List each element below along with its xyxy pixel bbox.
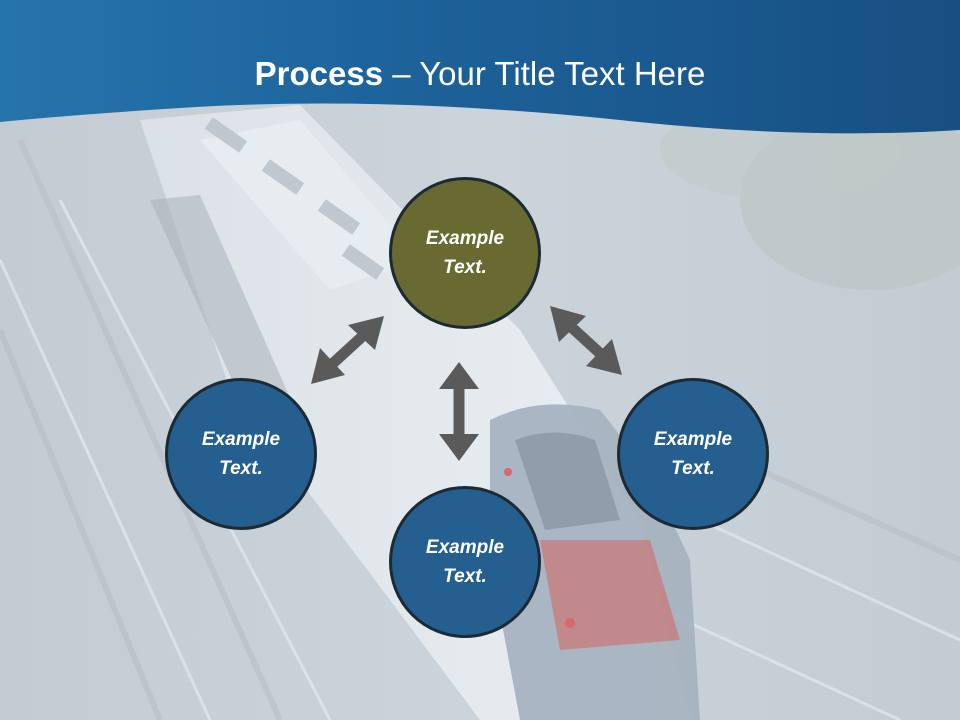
double-arrow-icon — [550, 306, 622, 375]
process-node-left: Example Text. — [165, 378, 317, 530]
node-label-line1: Example — [425, 228, 505, 249]
node-label-line1: Example — [201, 429, 281, 450]
node-label-line1: Example — [425, 537, 505, 558]
process-node-top: Example Text. — [389, 177, 541, 329]
slide-title-rest: – Your Title Text Here — [383, 55, 706, 92]
double-arrow-icon — [311, 316, 384, 384]
process-node-right: Example Text. — [617, 378, 769, 530]
node-label: Example Text. — [638, 425, 748, 483]
node-label-line2: Text. — [219, 458, 263, 479]
node-label: Example Text. — [410, 224, 520, 282]
slide-title-bold: Process — [254, 55, 384, 92]
node-label: Example Text. — [186, 425, 296, 483]
node-label-line2: Text. — [443, 566, 487, 587]
slide-title: Process – Your Title Text Here — [0, 52, 960, 96]
process-node-bottom: Example Text. — [389, 486, 541, 638]
node-label-line2: Text. — [443, 257, 487, 278]
double-arrow-icon — [439, 362, 479, 461]
node-label: Example Text. — [410, 533, 520, 591]
node-label-line1: Example — [653, 429, 733, 450]
node-label-line2: Text. — [671, 458, 715, 479]
